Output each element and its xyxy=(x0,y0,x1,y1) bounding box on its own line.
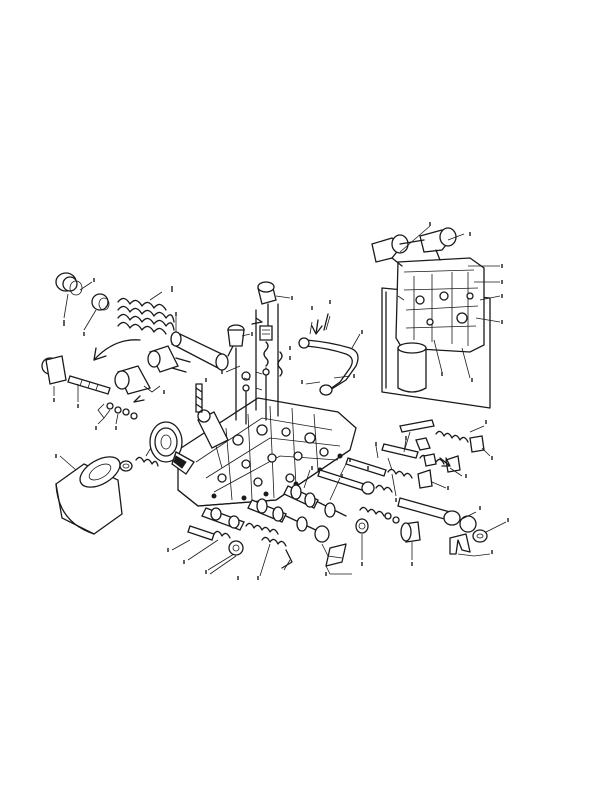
pointer-arrows xyxy=(133,313,451,467)
large-spring xyxy=(117,286,175,335)
lower-spools xyxy=(167,466,369,580)
pipe-tube xyxy=(298,300,363,396)
oil-filter-canister xyxy=(55,454,123,535)
right-valve-train xyxy=(317,419,509,566)
accumulator-disc xyxy=(149,409,229,475)
main-valve-body xyxy=(177,397,357,507)
top-center-parts xyxy=(195,281,293,425)
assembled-valve-body-inset xyxy=(371,222,503,409)
left-parts-group xyxy=(41,272,237,535)
